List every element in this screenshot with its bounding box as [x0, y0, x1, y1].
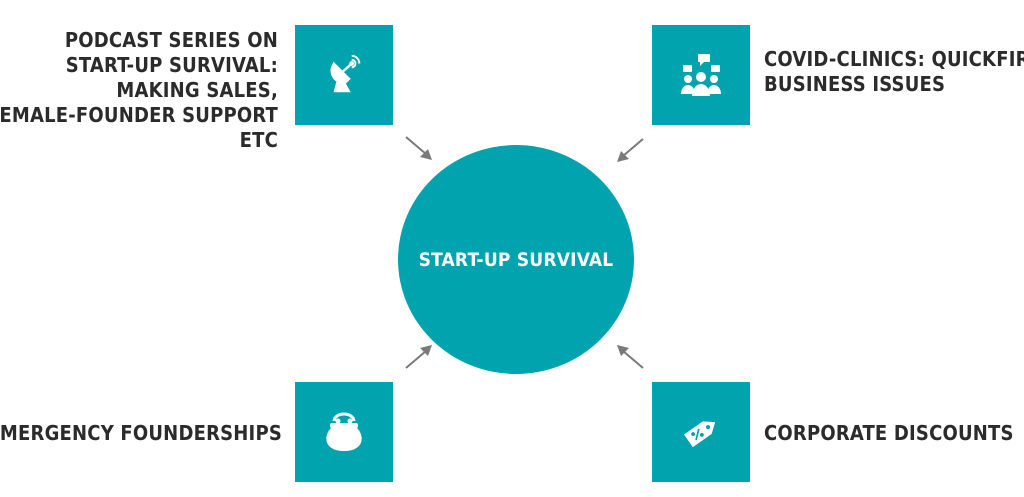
podcast-label-line: MAKING SALES, — [116, 78, 278, 102]
podcast-label-line: FEMALE-FOUNDER SUPPORT — [0, 103, 278, 127]
arrow-bottom-right — [617, 345, 644, 369]
podcast-label-line: ETC — [239, 128, 278, 152]
corporate-discounts-tile — [652, 382, 750, 482]
group-chat-icon — [681, 54, 721, 96]
podcast-label-line: START-UP SURVIVAL: — [65, 53, 278, 77]
hub-circle: START-UP SURVIVAL — [398, 145, 634, 374]
coin-purse-icon — [326, 412, 362, 451]
arrow-top-left — [405, 136, 432, 160]
podcast-label-line: PODCAST SERIES ON — [64, 28, 278, 52]
podcast-tile — [295, 25, 393, 125]
emergency-foundership-label-line: EMERGENCY FOUNDERSHIPS — [0, 421, 282, 445]
covid-clinics-label-line: COVID-CLINICS: QUICKFIRE — [764, 47, 1024, 71]
arrow-top-right — [617, 138, 644, 162]
hub-label: START-UP SURVIVAL — [418, 248, 614, 271]
covid-clinics-label: COVID-CLINICS: QUICKFIRE BUSINESS ISSUES — [764, 47, 1024, 97]
discount-tag-icon — [684, 421, 716, 448]
covid-clinics-tile — [652, 25, 750, 125]
corporate-discounts-label: CORPORATE DISCOUNTS — [764, 421, 1014, 446]
covid-clinics-label-line: BUSINESS ISSUES — [764, 72, 946, 96]
emergency-foundership-label: EMERGENCY FOUNDERSHIPS — [0, 421, 282, 446]
satellite-dish-icon — [330, 54, 361, 93]
podcast-label: PODCAST SERIES ON START-UP SURVIVAL: MAK… — [0, 28, 278, 153]
arrow-bottom-left — [405, 345, 432, 369]
emergency-foundership-tile — [295, 382, 393, 482]
corporate-discounts-label-line: CORPORATE DISCOUNTS — [764, 421, 1014, 445]
